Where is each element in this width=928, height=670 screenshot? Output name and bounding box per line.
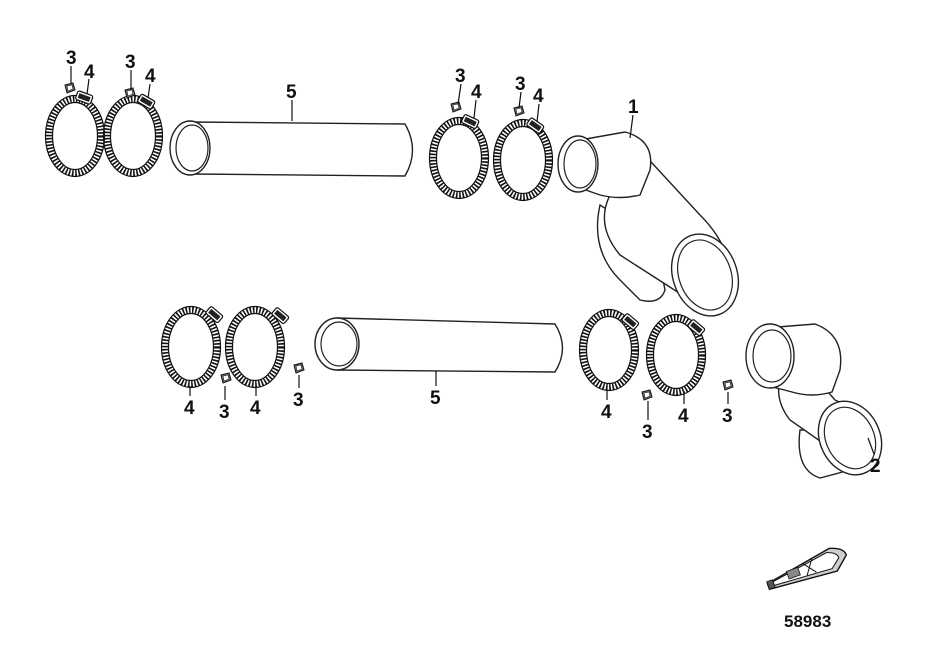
callout-3: 3 [455, 66, 466, 87]
callout-3: 3 [515, 74, 526, 95]
clamp-screw-bottom-left-1 [220, 372, 232, 384]
exhaust-y-pipe-lower [745, 323, 883, 479]
callout-2: 2 [870, 456, 881, 477]
callout-4: 4 [601, 402, 612, 423]
clamp-screw-top-left-2 [124, 87, 136, 99]
leader-lines [70, 66, 875, 455]
exhaust-hose-top [169, 120, 414, 177]
hose-clamp-bottom-left-1 [162, 306, 224, 387]
clamp-screw-bottom-right-2 [722, 379, 734, 391]
clamp-screw-top-left-1 [64, 82, 76, 94]
exhaust-hose-bottom [314, 317, 564, 373]
callout-4: 4 [184, 398, 195, 419]
hose-clamp-bottom-right-1 [580, 310, 640, 391]
callout-4: 4 [533, 86, 544, 107]
callout-4: 4 [84, 62, 95, 83]
hose-clamp-top-left-2 [104, 94, 163, 177]
callout-4: 4 [145, 66, 156, 87]
callout-3: 3 [293, 390, 304, 411]
callout-3: 3 [66, 48, 77, 69]
callout-3: 3 [642, 422, 653, 443]
callout-4: 4 [678, 406, 689, 427]
callout-4: 4 [471, 82, 482, 103]
callout-3: 3 [125, 52, 136, 73]
hose-clamp-top-mid-2 [494, 117, 553, 200]
clamp-screw-bottom-right-1 [641, 389, 653, 401]
hose-clamp-bottom-right-2 [647, 315, 706, 396]
clamp-screw-top-mid-1 [450, 101, 462, 113]
callout-5: 5 [286, 82, 297, 103]
hose-clamp-bottom-left-2 [226, 307, 290, 388]
callout-1: 1 [628, 97, 639, 118]
exhaust-y-pipe-upper [557, 131, 740, 317]
hose-clamp-top-left-1 [46, 89, 105, 177]
callout-3: 3 [722, 406, 733, 427]
figure-number: 58983 [784, 612, 831, 631]
callout-4: 4 [250, 398, 261, 419]
hose-clamp-top-mid-1 [430, 113, 489, 198]
callout-5: 5 [430, 388, 441, 409]
callout-labels: 3 4 3 4 5 3 4 3 4 1 4 3 4 3 5 4 3 4 3 2 [66, 48, 881, 477]
callout-3: 3 [219, 402, 230, 423]
clamp-screw-bottom-left-2 [293, 362, 305, 374]
boat-icon [766, 547, 848, 591]
